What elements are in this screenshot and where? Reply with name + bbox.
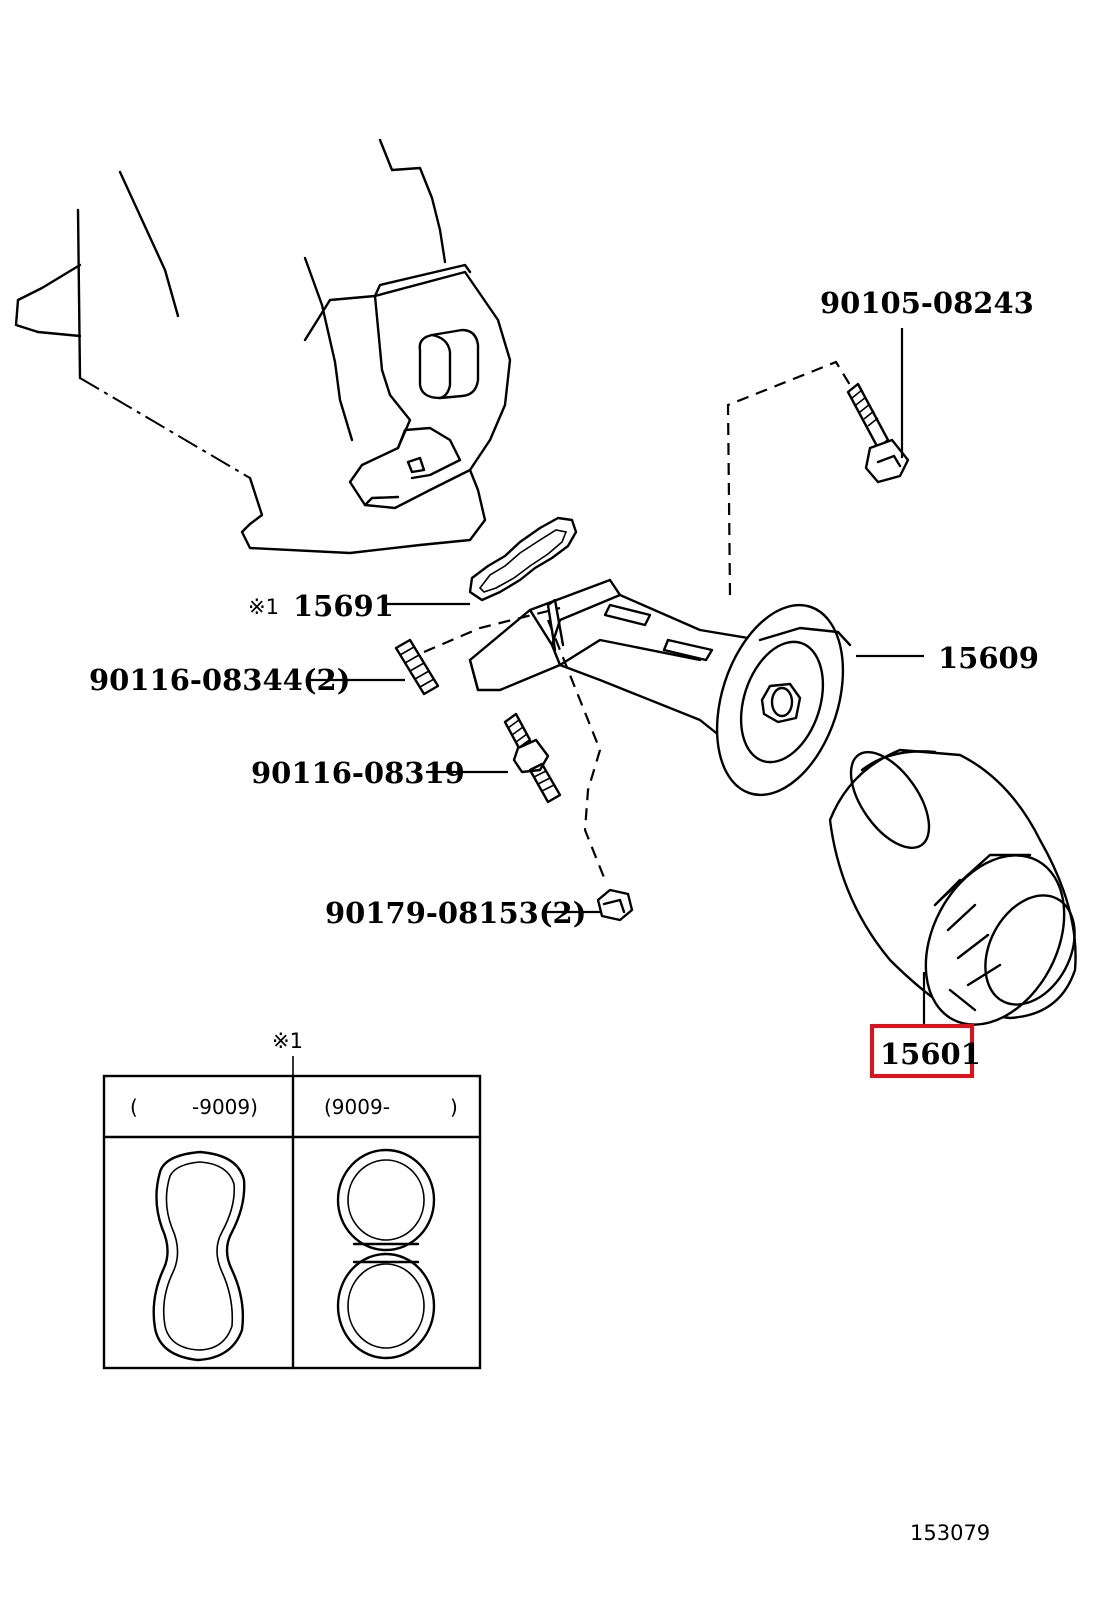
part-label-90116-08344[interactable]: 90116-08344(2)	[89, 663, 350, 697]
highlighted-part-15601[interactable]: 15601	[870, 1024, 981, 1078]
inset-col1-open-paren: (	[130, 1095, 138, 1119]
highlight-box	[870, 1024, 974, 1078]
inset-col2-close-paren: )	[450, 1095, 458, 1119]
figure-number: 153079	[910, 1521, 990, 1545]
note-marker-15691: ※1	[248, 595, 279, 619]
part-label-90116-08319[interactable]: 90116-08319	[251, 756, 465, 790]
part-label-90105-08243[interactable]: 90105-08243	[820, 286, 1034, 320]
leader-lines	[306, 328, 926, 1026]
part-label-15609[interactable]: 15609	[938, 641, 1039, 675]
assembly-guide-lines	[423, 360, 851, 881]
oil-filter-15601	[828, 748, 1077, 1026]
part-label-90179-08153[interactable]: 90179-08153(2)	[325, 896, 586, 930]
oil-filter-bracket-15609	[468, 578, 852, 797]
part-label-15691[interactable]: 15691	[293, 589, 394, 623]
engine-block-outline	[14, 138, 512, 555]
inset-col2-range: (9009-	[324, 1095, 390, 1119]
nut-90179-08153	[596, 888, 634, 922]
union-90116-08319	[503, 712, 562, 804]
part-label-15601[interactable]: 15601	[880, 1037, 981, 1071]
gasket-variant-late	[336, 1148, 436, 1360]
inset-col1-range: -9009)	[192, 1095, 258, 1119]
stud-90116-08344	[394, 638, 440, 696]
inset-marker: ※1	[272, 1029, 303, 1053]
gasket-variant-early	[152, 1150, 246, 1362]
bolt-90105-08243	[846, 382, 910, 484]
gasket-15691	[468, 516, 578, 602]
gasket-variants-inset: ※1 ( -9009) (9009- )	[102, 1029, 482, 1370]
